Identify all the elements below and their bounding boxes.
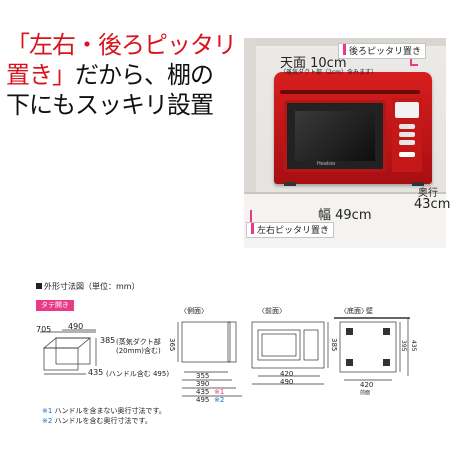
door-type-tag: タテ開き: [36, 300, 74, 311]
oven-image: Healsio: [274, 72, 432, 184]
bottom-dim-395: 395: [400, 340, 407, 352]
dim-490: 490: [68, 322, 84, 331]
foot-mark: [383, 328, 390, 335]
headline-line3: 下にもスッキリ設置: [6, 91, 214, 119]
control-button: [399, 152, 415, 157]
control-button: [399, 124, 415, 129]
headline: 「左右・後ろピッタリ 置き」だから、棚の 下にもスッキリ設置: [6, 30, 240, 120]
wall-label: 壁: [366, 307, 373, 315]
foot-mark: [346, 359, 353, 366]
bottom-view-feet: [346, 328, 390, 366]
bottom-dim-435: 435: [410, 340, 417, 352]
open-view-door: [43, 347, 79, 371]
dim-435-note: (ハンドル含む 495): [106, 370, 170, 378]
pill-side-placement: 左右ピッタリ置き: [246, 222, 335, 238]
oven-logo: Healsio: [317, 161, 336, 167]
pill-accent: [343, 44, 346, 55]
depth-value: 43cm: [414, 197, 451, 212]
side-note-1: ※1: [214, 388, 225, 396]
control-button: [399, 132, 415, 137]
front-view-window: [261, 333, 297, 357]
front-view-body: [251, 321, 325, 369]
side-view-label: 〈側面〉: [180, 307, 208, 315]
side-dim-355: 355: [196, 372, 210, 380]
top-clearance-note: （蒸気ダクト部（2cm）含みます）: [280, 69, 377, 76]
bottom-view-label: 〈底面〉: [340, 307, 368, 315]
side-dim-365: 365: [168, 338, 176, 352]
side-view-handle: [227, 321, 237, 363]
control-display: [395, 102, 419, 118]
note-1: ※1 ハンドルを含まない奥行寸法です。: [42, 407, 166, 415]
top-clearance-label: 天面 10cm: [280, 56, 347, 71]
shelf-top: [244, 38, 446, 46]
open-view-top: [43, 337, 91, 349]
oven-foot: [412, 182, 424, 186]
oven-window: [295, 111, 375, 161]
bottom-dim-420: 420: [360, 381, 374, 389]
dim-435: 435: [88, 368, 104, 377]
side-dim-390: 390: [196, 380, 210, 388]
note-2: ※2 ハンドルを含む奥行寸法です。: [42, 417, 152, 425]
front-view-panel: [303, 329, 319, 361]
bottom-front-label: 前面: [360, 390, 371, 396]
oven-handle: [280, 90, 420, 94]
side-dim-495: 495: [196, 396, 210, 404]
bullet-square: [36, 283, 42, 289]
headline-line2-black: だから、棚の: [75, 61, 214, 89]
depth-label: 奥行: [418, 188, 438, 199]
headline-line1: 「左右・後ろピッタリ: [6, 31, 237, 59]
front-dim-490: 490: [280, 378, 294, 386]
dim-385: 385: [100, 336, 116, 345]
side-note-2: ※2: [214, 396, 225, 404]
width-label: 幅 49cm: [318, 208, 372, 223]
foot-mark: [346, 328, 353, 335]
dim-705: 705: [36, 325, 52, 334]
product-photo: Healsio: [244, 38, 446, 248]
front-view-label: 〈前面〉: [258, 307, 286, 315]
pill-accent: [251, 223, 254, 234]
dim-385-note2: (20mm)含む): [116, 347, 161, 355]
pill-back-placement: 後ろピッタリ置き: [338, 43, 427, 59]
section-title: 外形寸法図（単位：mm）: [36, 281, 140, 292]
headline-line2-red: 置き」: [6, 61, 76, 89]
front-dim-385: 385: [330, 338, 338, 352]
pink-leader: [410, 64, 418, 66]
bottom-view-body: [339, 321, 397, 373]
front-dim-420: 420: [280, 370, 294, 378]
oven-door: Healsio: [284, 100, 386, 172]
foot-mark: [383, 359, 390, 366]
counter-surface: [244, 192, 446, 248]
control-panel: [392, 98, 422, 172]
side-dim-435: 435: [196, 388, 210, 396]
oven-foot: [284, 182, 296, 186]
dim-385-note: (蒸気ダクト部: [116, 338, 161, 346]
front-view-door: [257, 329, 301, 361]
side-view-body: [181, 321, 231, 363]
control-button: [399, 140, 415, 145]
